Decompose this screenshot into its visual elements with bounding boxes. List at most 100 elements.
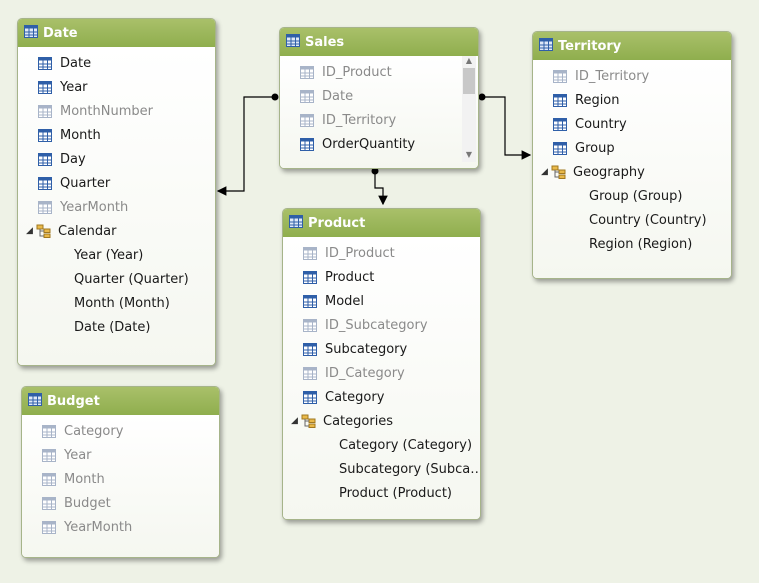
hierarchy-level-row[interactable]: Quarter (Quarter) [18,267,215,291]
field-label: ID_Product [325,245,395,261]
table-header[interactable]: Budget [22,387,219,415]
column-icon [38,176,52,190]
field-label: MonthNumber [60,103,153,119]
field-row[interactable]: Country [533,112,731,136]
field-row[interactable]: Quarter [18,171,215,195]
field-row[interactable]: Subcategory [283,337,480,361]
column-icon [42,496,56,510]
field-row[interactable]: OrderQuantity [280,132,478,156]
column-icon [303,294,317,308]
hierarchy-level-row[interactable]: Year (Year) [18,243,215,267]
field-row[interactable]: YearMonth [22,515,219,539]
collapse-triangle-icon[interactable]: ◢ [541,167,548,177]
scroll-up-arrow[interactable]: ▲ [465,56,473,65]
scroll-thumb[interactable] [463,68,475,94]
field-row[interactable]: Month [18,123,215,147]
field-row[interactable]: ID_Product [280,60,478,84]
hierarchy-level-row[interactable]: Region (Region) [533,232,731,256]
hierarchy-level-row[interactable]: Country (Country) [533,208,731,232]
hierarchy-level-row[interactable]: Date (Date) [18,315,215,339]
field-row[interactable]: Month [22,467,219,491]
column-icon [38,128,52,142]
field-row[interactable]: Budget [22,491,219,515]
column-icon [300,89,314,103]
column-icon [303,246,317,260]
relationship-sales-date[interactable] [216,93,279,196]
hierarchy-label: Calendar [58,223,117,239]
column-icon [553,117,567,131]
field-row[interactable]: Product [283,265,480,289]
hierarchy-icon [551,165,567,179]
column-icon [42,472,56,486]
field-row[interactable]: ID_Subcategory [283,313,480,337]
field-label: ID_Category [325,365,405,381]
hierarchy-level-label: Year (Year) [74,247,144,263]
field-label: YearMonth [64,519,133,535]
hierarchy-label: Geography [573,164,645,180]
hierarchy-level-row[interactable]: Category (Category) [283,433,480,457]
field-row[interactable]: Group [533,136,731,160]
hierarchy-level-row[interactable]: Subcategory (Subca… [283,457,480,481]
field-row[interactable]: MonthNumber [18,99,215,123]
field-row[interactable]: Year [18,75,215,99]
hierarchy-label: Categories [323,413,394,429]
field-label: Year [60,79,88,95]
field-label: Country [575,116,627,132]
table-header[interactable]: Territory [533,32,731,60]
scrollbar[interactable]: ▲ ▼ [462,56,476,162]
field-row[interactable]: Region [533,88,731,112]
table-header[interactable]: Product [283,209,480,237]
table-header[interactable]: Sales [280,28,478,56]
hierarchy-icon [301,414,317,428]
field-row[interactable]: ID_Product [283,241,480,265]
field-label: ID_Subcategory [325,317,428,333]
hierarchy-row[interactable]: ◢ Categories [283,409,480,433]
field-row[interactable]: Date [18,51,215,75]
column-icon [38,80,52,94]
collapse-triangle-icon[interactable]: ◢ [291,416,298,426]
field-label: Region [575,92,620,108]
hierarchy-level-row[interactable]: Group (Group) [533,184,731,208]
column-icon [303,390,317,404]
column-icon [38,56,52,70]
hierarchy-level-row[interactable]: Month (Month) [18,291,215,315]
field-row[interactable]: ID_Category [283,361,480,385]
hierarchy-level-label: Country (Country) [589,212,707,228]
hierarchy-level-label: Product (Product) [339,485,452,501]
hierarchy-row[interactable]: ◢ Calendar [18,219,215,243]
column-icon [303,342,317,356]
field-label: Day [60,151,86,167]
scroll-down-arrow[interactable]: ▼ [465,150,473,159]
field-row[interactable]: Model [283,289,480,313]
column-icon [300,113,314,127]
field-row[interactable]: Category [22,419,219,443]
column-icon [553,93,567,107]
hierarchy-row[interactable]: ◢ Geography [533,160,731,184]
field-row[interactable]: ID_Territory [533,64,731,88]
table-title: Territory [558,38,622,54]
relationship-sales-territory[interactable] [478,93,532,160]
table-header[interactable]: Date [18,19,215,47]
field-label: Model [325,293,365,309]
field-row[interactable]: ID_Territory [280,108,478,132]
field-label: Product [325,269,375,285]
hierarchy-level-row[interactable]: Product (Product) [283,481,480,505]
field-row[interactable]: Category [283,385,480,409]
field-row[interactable]: Year [22,443,219,467]
field-row[interactable]: Date [280,84,478,108]
field-row[interactable]: YearMonth [18,195,215,219]
relationship-sales-product[interactable] [371,167,388,206]
collapse-triangle-icon[interactable]: ◢ [26,226,33,236]
field-row[interactable]: Day [18,147,215,171]
column-icon [42,520,56,534]
